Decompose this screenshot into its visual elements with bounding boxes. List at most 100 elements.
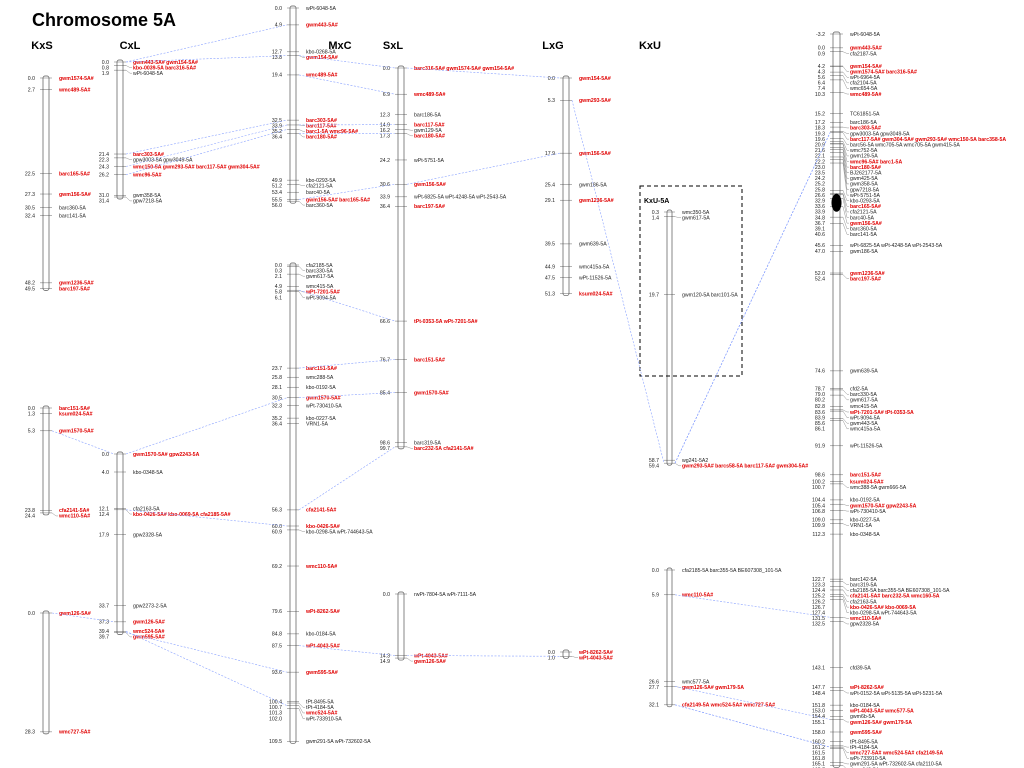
marker-label-SxL-0-3: barc117-5A# xyxy=(414,122,445,128)
marker-position-KxU-1-3: 27.7 xyxy=(649,685,659,691)
marker-label-consensus-0-42: gwm443-5A xyxy=(850,421,878,427)
marker-label-SxL-0-7: gwm156-5A# xyxy=(414,182,446,188)
marker-label-MxC-1-24: wPt-733910-5A xyxy=(306,716,342,722)
marker-position-KxS-0-2: 22.5 xyxy=(25,171,35,177)
marker-position-LxG-0-7: 47.5 xyxy=(545,275,555,281)
marker-position-MxC-0-1: 4.9 xyxy=(275,23,282,29)
marker-leader-consensus-0-17 xyxy=(842,143,849,162)
marker-label-consensus-0-67: wPt-4043-5A# wmc577-5A xyxy=(849,709,914,715)
marker-label-MxC-0-4: wmc489-5A# xyxy=(305,73,338,79)
comparative-link-3 xyxy=(125,55,288,63)
marker-label-LxG-0-0: gwm154-5A# xyxy=(579,76,611,82)
chromosome-bar-KxS-1 xyxy=(42,405,50,516)
map-header-LxG: LxG xyxy=(542,40,563,52)
marker-label-CxL-0-2: wPt-6048-5A xyxy=(133,71,164,77)
chromosome-bar-consensus-0 xyxy=(832,31,841,768)
marker-position-KxU-0-3: 58.7 xyxy=(649,458,659,464)
comparative-link-20 xyxy=(298,645,396,656)
marker-position-consensus-0-32: 47.0 xyxy=(815,249,825,255)
marker-label-consensus-0-4: gwm1574-5A# barc316-5A# xyxy=(850,69,917,75)
marker-leader-consensus-0-49 xyxy=(842,504,849,506)
marker-label-MxC-1-19: wPt-4043-5A# xyxy=(305,643,340,649)
marker-position-MxC-1-23: 101.3 xyxy=(269,711,282,717)
marker-position-MxC-0-8: 36.4 xyxy=(272,135,282,141)
marker-label-consensus-0-74: wPt-733910-5A xyxy=(850,756,886,762)
marker-label-consensus-0-69: gwm126-5A# gwm179-5A xyxy=(850,720,912,726)
comparative-link-8 xyxy=(125,509,288,527)
marker-position-MxC-1-18: 84.8 xyxy=(272,632,282,638)
comparative-link-2 xyxy=(125,24,288,63)
marker-leader-consensus-0-27 xyxy=(842,198,849,218)
marker-label-MxC-1-20: gwm595-5A# xyxy=(306,670,338,676)
marker-label-CxL-0-0: gwm443-5A# gwm154-5A# xyxy=(133,60,198,66)
marker-label-MxC-0-9: kbo-0293-5A xyxy=(306,178,336,184)
marker-label-SxL-0-14: barc232-5A cfa2141-5A# xyxy=(414,446,474,452)
marker-label-MxC-1-5: wPt-9094-5A xyxy=(306,295,337,301)
marker-label-SxL-0-11: barc151-5A# xyxy=(414,357,445,363)
marker-leader-consensus-0-38 xyxy=(842,395,849,401)
marker-label-consensus-0-3: gwm154-5A# xyxy=(850,64,882,70)
marker-position-consensus-0-61: 131.5 xyxy=(812,616,825,622)
marker-position-MxC-1-24: 102.0 xyxy=(269,716,282,722)
marker-label-MxC-0-2: kbo-0268-5A xyxy=(306,50,336,56)
marker-position-SxL-0-9: 36.4 xyxy=(380,204,390,210)
comparative-link-28 xyxy=(674,594,831,618)
marker-leader-consensus-0-12 xyxy=(842,131,849,134)
marker-label-consensus-0-12: gpw3003-5A gpw3049-5A xyxy=(850,131,910,137)
marker-label-MxC-1-17: wPt-8262-5A# xyxy=(305,609,340,615)
marker-leader-MxC-1-2 xyxy=(298,273,305,277)
marker-position-consensus-0-8: 10.3 xyxy=(815,92,825,98)
marker-leader-consensus-0-62 xyxy=(842,621,849,625)
marker-position-consensus-0-58: 126.2 xyxy=(812,599,825,605)
marker-position-KxS-0-5: 32.4 xyxy=(25,214,35,220)
marker-position-CxL-1-5: 33.7 xyxy=(99,603,109,609)
marker-label-MxC-0-7: barc1-5A wmc96-5A# xyxy=(306,129,358,135)
marker-leader-consensus-0-65 xyxy=(842,690,849,694)
kxu-inset-box xyxy=(639,185,743,377)
marker-label-consensus-0-31: wPt-6825-5A wPt-4248-5A wPt-2543-5A xyxy=(850,243,943,249)
marker-leader-consensus-0-20 xyxy=(842,152,849,179)
marker-position-consensus-0-38: 80.2 xyxy=(815,398,825,404)
marker-position-consensus-0-19: 23.5 xyxy=(815,171,825,177)
marker-leader-MxC-1-1 xyxy=(298,266,305,271)
marker-position-consensus-0-29: 39.1 xyxy=(815,227,825,233)
marker-label-CxL-1-6: gwm126-5A# xyxy=(133,620,165,626)
chromosome-bar-KxU-0 xyxy=(666,209,673,466)
chromosome-bar-KxS-2 xyxy=(42,610,50,735)
marker-leader-consensus-0-26 xyxy=(842,194,849,213)
comparative-link-31 xyxy=(674,704,831,748)
marker-label-MxC-0-10: cfa2121-5A xyxy=(306,184,333,190)
marker-position-MxC-0-2: 12.7 xyxy=(272,50,282,56)
marker-leader-consensus-0-13 xyxy=(842,132,849,140)
marker-position-consensus-0-10: 17.2 xyxy=(815,120,825,126)
marker-position-consensus-0-68: 154.4 xyxy=(812,714,825,720)
marker-position-MxC-1-12: 36.4 xyxy=(272,422,282,428)
kxu-inset-label: KxU-5A xyxy=(644,198,669,205)
marker-label-MxC-1-6: barc151-5A# xyxy=(306,366,337,372)
marker-position-MxC-0-6: 33.9 xyxy=(272,124,282,130)
marker-label-MxC-1-8: kbo-0192-5A xyxy=(306,385,336,391)
marker-label-SxL-0-13: barc319-5A xyxy=(414,440,441,446)
marker-position-consensus-0-42: 85.6 xyxy=(815,421,825,427)
marker-label-MxC-1-0: cfa2185-5A xyxy=(306,263,333,269)
marker-position-MxC-0-5: 32.5 xyxy=(272,118,282,124)
comparative-link-24 xyxy=(571,100,665,464)
marker-label-consensus-0-21: gwm358-5A xyxy=(850,182,878,188)
marker-label-consensus-0-27: barc40-5A xyxy=(850,215,874,221)
marker-leader-consensus-0-14 xyxy=(842,138,849,145)
marker-label-consensus-0-60: kbo-0298-5A wPt-744643-5A xyxy=(850,611,917,617)
marker-position-CxL-0-4: 22.3 xyxy=(99,157,109,163)
comparative-link-11 xyxy=(298,55,396,69)
marker-position-consensus-0-47: 100.7 xyxy=(812,485,825,491)
marker-leader-SxL-0-4 xyxy=(406,129,413,131)
marker-leader-consensus-0-5 xyxy=(842,71,849,78)
marker-position-MxC-1-22: 100.7 xyxy=(269,705,282,711)
marker-position-consensus-0-44: 91.9 xyxy=(815,444,825,450)
marker-position-KxS-2-0: 0.0 xyxy=(28,611,35,617)
centromere xyxy=(831,193,842,212)
marker-position-MxC-0-13: 56.0 xyxy=(272,203,282,209)
marker-label-KxU-0-1: gwm617-5A xyxy=(682,215,710,221)
marker-label-CxL-0-3: barc303-5A# xyxy=(133,152,164,158)
marker-position-SxL-0-14: 99.7 xyxy=(380,446,390,452)
comparative-link-27 xyxy=(674,132,831,464)
